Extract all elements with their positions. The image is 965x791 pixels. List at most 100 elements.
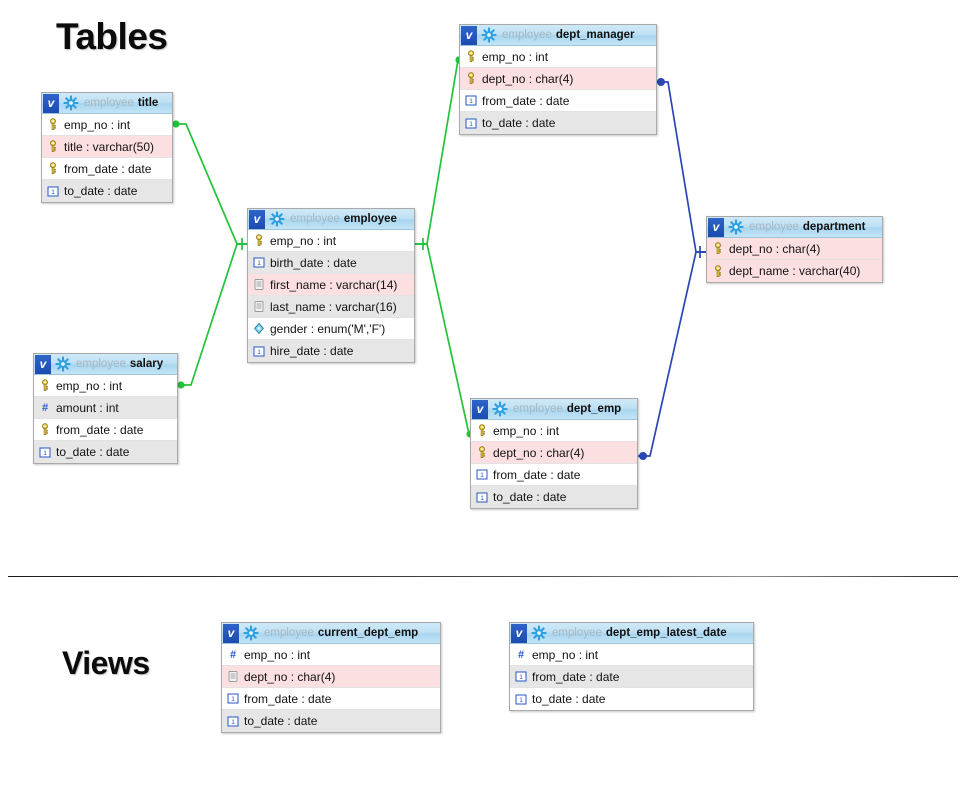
v-badge-icon: v: [472, 399, 488, 419]
column-row[interactable]: emp_no : int: [460, 46, 656, 68]
entity-name-label: current_dept_emp: [317, 627, 419, 639]
v-badge-icon: v: [708, 217, 724, 237]
date-icon: 1: [253, 346, 265, 356]
column-row[interactable]: 1 to_date : date: [510, 688, 753, 710]
gear-icon: [269, 211, 285, 227]
column-label: to_date : date: [244, 714, 318, 728]
v-badge-icon: v: [223, 623, 239, 643]
key-icon: [468, 72, 474, 84]
column-row[interactable]: from_date : date: [34, 419, 177, 441]
entity-schema-label: employee: [502, 29, 552, 41]
column-row[interactable]: # amount : int: [34, 397, 177, 419]
column-row[interactable]: emp_no : int: [42, 114, 172, 136]
column-row[interactable]: dept_no : char(4): [222, 666, 440, 688]
column-label: to_date : date: [482, 116, 556, 130]
number-icon: #: [230, 649, 236, 661]
column-row[interactable]: first_name : varchar(14): [248, 274, 414, 296]
column-label: to_date : date: [64, 184, 138, 198]
column-row[interactable]: 1 to_date : date: [222, 710, 440, 732]
v-badge-icon: v: [511, 623, 527, 643]
column-row[interactable]: 1 from_date : date: [471, 464, 637, 486]
number-icon: #: [42, 402, 48, 414]
key-icon: [42, 379, 48, 391]
entity-name-label: dept_manager: [555, 29, 635, 41]
key-icon: [479, 446, 485, 458]
entity-schema-label: employee: [552, 627, 602, 639]
column-row[interactable]: emp_no : int: [471, 420, 637, 442]
entity-name-label: dept_emp_latest_date: [605, 627, 727, 639]
column-label: dept_no : char(4): [729, 241, 821, 256]
svg-text:1: 1: [257, 260, 261, 267]
entity-name-label: dept_emp: [566, 403, 622, 415]
column-label: dept_no : char(4): [244, 669, 336, 684]
section-divider: [8, 576, 958, 577]
gear-icon: [55, 356, 71, 372]
column-label: first_name : varchar(14): [270, 277, 398, 292]
column-label: emp_no : int: [270, 233, 337, 248]
column-label: dept_no : char(4): [493, 445, 585, 460]
column-row[interactable]: emp_no : int: [248, 230, 414, 252]
column-label: to_date : date: [532, 692, 606, 706]
svg-text:#: #: [42, 402, 48, 414]
column-row[interactable]: gender : enum('M','F'): [248, 318, 414, 340]
column-row[interactable]: 1 to_date : date: [460, 112, 656, 134]
entity-schema-label: employee: [513, 403, 563, 415]
column-row[interactable]: emp_no : int: [34, 375, 177, 397]
column-label: from_date : date: [532, 669, 620, 684]
key-icon: [715, 264, 721, 277]
column-row[interactable]: title : varchar(50): [42, 136, 172, 158]
entity-schema-label: employee: [290, 213, 340, 225]
text-icon: [254, 301, 264, 312]
date-icon: 1: [47, 186, 59, 196]
svg-text:1: 1: [231, 696, 235, 703]
column-row[interactable]: from_date : date: [42, 158, 172, 180]
column-row[interactable]: dept_no : char(4): [707, 238, 882, 260]
column-label: amount : int: [56, 400, 119, 415]
column-row[interactable]: last_name : varchar(16): [248, 296, 414, 318]
svg-text:#: #: [230, 649, 236, 661]
column-label: dept_no : char(4): [482, 71, 574, 86]
date-icon: 1: [476, 492, 488, 502]
column-label: from_date : date: [493, 467, 581, 482]
column-row[interactable]: dept_no : char(4): [471, 442, 637, 464]
column-label: from_date : date: [482, 93, 570, 108]
gear-icon: [728, 219, 744, 235]
entity-schema-label: employee: [749, 221, 799, 233]
column-row[interactable]: #emp_no : int: [222, 644, 440, 666]
date-icon: 1: [465, 118, 477, 128]
column-row[interactable]: dept_name : varchar(40): [707, 260, 882, 282]
date-icon: 1: [227, 716, 239, 726]
page-title-tables: Tables: [56, 16, 168, 57]
svg-text:1: 1: [480, 472, 484, 479]
column-row[interactable]: 1 to_date : date: [42, 180, 172, 202]
text-icon: [228, 671, 238, 682]
column-row[interactable]: dept_no : char(4): [460, 68, 656, 90]
date-icon: 1: [39, 447, 51, 457]
entity-schema-label: employee: [264, 627, 314, 639]
column-row[interactable]: #emp_no : int: [510, 644, 753, 666]
date-icon: 1: [515, 694, 527, 704]
